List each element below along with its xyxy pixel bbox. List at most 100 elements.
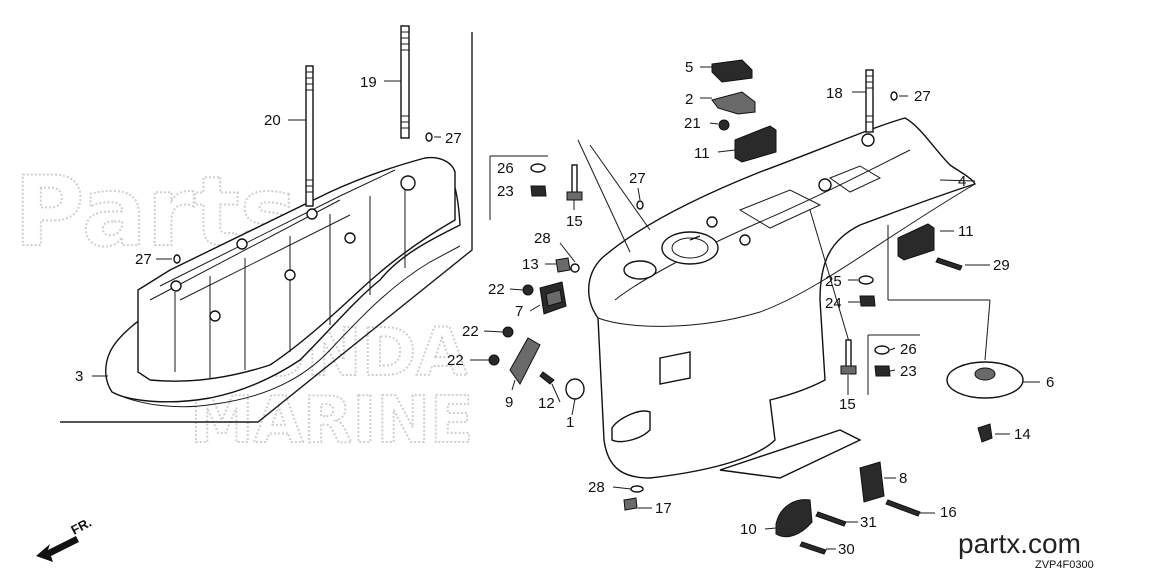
case-lower-edge (597, 183, 976, 327)
callout-23-lower: 23 (900, 363, 917, 380)
part-21-nut (718, 119, 730, 131)
part-19-stud (400, 25, 410, 139)
part-28-o-ring (570, 263, 580, 273)
part-15-bolt (571, 164, 578, 194)
callout-22-c: 22 (447, 352, 464, 369)
callout-15-lower: 15 (839, 396, 856, 413)
callout-8: 8 (899, 470, 907, 487)
cover-boss (284, 269, 296, 281)
front-direction-indicator: FR. (36, 515, 94, 562)
callout-24: 24 (825, 295, 842, 312)
part-14-bolt (977, 423, 993, 443)
part-26-washer (874, 345, 890, 355)
callout-27-d: 27 (914, 88, 931, 105)
case-window (659, 351, 691, 385)
case-boss (861, 133, 875, 147)
part-24-nut (859, 295, 876, 307)
case-deck-ribs (738, 165, 882, 229)
part-30-screw (799, 541, 827, 555)
leader-lines (489, 139, 991, 395)
callout-26-upper: 26 (497, 160, 514, 177)
stud-bolts-left (288, 25, 410, 207)
cover-skirt-line (111, 245, 461, 408)
case-skeg (719, 429, 862, 479)
callout-19: 19 (360, 74, 377, 91)
part-22-nut (502, 326, 514, 338)
part-28-o-ring (630, 485, 644, 493)
part-20-stud (305, 65, 314, 207)
cover-inner-housing (137, 156, 456, 382)
callout-22-a: 22 (488, 281, 505, 298)
case-pocket (623, 260, 657, 280)
callout-21: 21 (684, 115, 701, 132)
callout-28-lower: 28 (588, 479, 605, 496)
site-watermark: partx.com (958, 528, 1081, 559)
callout-31: 31 (860, 514, 877, 531)
callout-leaders (92, 66, 1040, 550)
part-27-pin (173, 254, 181, 264)
callout-11-upper: 11 (694, 145, 710, 162)
stud-thread (306, 71, 313, 193)
callout-10: 10 (740, 521, 757, 538)
callout-6: 6 (1046, 374, 1054, 391)
callout-13: 13 (522, 256, 539, 273)
callout-22-b: 22 (462, 323, 479, 340)
part-27-pin (425, 132, 433, 142)
part-15-bolt (845, 339, 852, 369)
front-label: FR. (68, 515, 94, 538)
part-27-pin (636, 200, 644, 210)
callout-18: 18 (826, 85, 843, 102)
watermark-line-3: MARINE (190, 384, 474, 458)
callout-17: 17 (655, 500, 672, 517)
part-23-nut (530, 185, 547, 197)
callout-2: 2 (685, 91, 693, 108)
drawing-code: ZVP4F0300 (1035, 559, 1094, 571)
callout-1: 1 (566, 414, 574, 431)
callout-20: 20 (264, 112, 281, 129)
callout-9: 9 (505, 394, 513, 411)
cover-rim (159, 169, 396, 301)
callout-14: 14 (1014, 426, 1031, 443)
callout-29: 29 (993, 257, 1010, 274)
callout-11-right: 11 (958, 223, 974, 240)
cover-boss (344, 232, 356, 244)
part-1-collar (565, 378, 585, 400)
part-27-pin (890, 91, 898, 101)
frame-line (60, 32, 473, 423)
part-13-plug (555, 257, 571, 273)
callout-7: 7 (515, 303, 523, 320)
part-22-nut (488, 354, 500, 366)
callout-27-a: 27 (445, 130, 462, 147)
part-12-bolt (539, 371, 555, 385)
cover-boss (306, 208, 318, 220)
callout-15-upper: 15 (566, 213, 583, 230)
part-11-anode-upper (734, 125, 777, 163)
callout-3: 3 (75, 368, 83, 385)
cover-boss (209, 310, 221, 322)
part-8-anode (859, 461, 885, 503)
part-31-screw (815, 511, 847, 527)
part-11-anode-right (897, 223, 935, 261)
callouts: 1 2 3 4 5 6 7 8 9 10 11 11 12 13 14 15 1… (75, 59, 1054, 558)
cover-boss (236, 238, 248, 250)
part-16-screw (885, 499, 921, 517)
part-22-nut (522, 284, 534, 296)
callout-26-lower: 26 (900, 341, 917, 358)
front-arrow-icon (36, 536, 79, 562)
case-boss (706, 216, 718, 228)
callout-25: 25 (825, 273, 842, 290)
part-9-cover (509, 337, 541, 385)
case-window-lower (611, 410, 651, 443)
callout-5: 5 (685, 59, 693, 76)
cover-boss (400, 175, 416, 191)
gear-case-main (588, 117, 976, 479)
callout-27-b: 27 (135, 251, 152, 268)
part-29-bolt (935, 257, 963, 271)
callout-27-c: 27 (629, 170, 646, 187)
part-2-plate (711, 91, 756, 115)
callout-23-upper: 23 (497, 183, 514, 200)
callout-12: 12 (538, 395, 555, 412)
case-water-pump-seat (661, 231, 719, 265)
